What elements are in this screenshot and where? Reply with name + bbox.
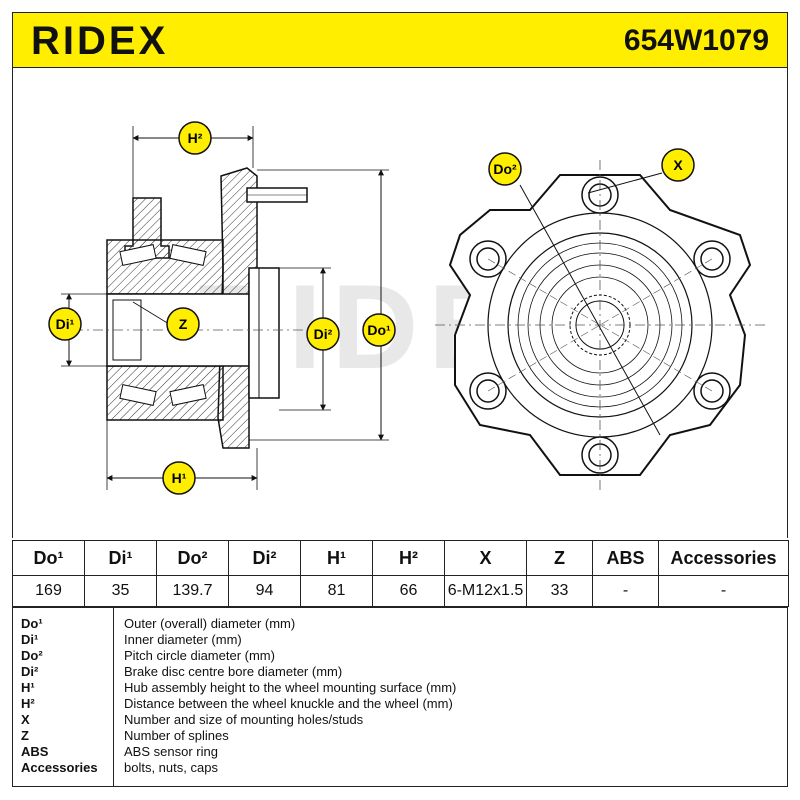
header-do1: Do¹ xyxy=(12,540,85,576)
legend-desc: bolts, nuts, caps xyxy=(124,760,218,775)
header-accessories: Accessories xyxy=(658,540,789,576)
legend-key: Di¹ xyxy=(21,632,39,647)
header-di2: Di² xyxy=(228,540,301,576)
label-z: Z xyxy=(179,316,188,332)
side-section-view: H² H¹ Di¹ Z xyxy=(48,121,396,495)
header-x: X xyxy=(444,540,527,576)
legend-item: Do¹ Outer (overall) diameter (mm) xyxy=(13,616,789,632)
legend-item: Di¹ Inner diameter (mm) xyxy=(13,632,789,648)
legend-key: H¹ xyxy=(21,680,35,695)
legend-desc: Hub assembly height to the wheel mountin… xyxy=(124,680,457,695)
legend-item: H¹ Hub assembly height to the wheel moun… xyxy=(13,680,789,696)
label-di1: Di¹ xyxy=(56,316,75,332)
drawing-canvas: RIDEX xyxy=(48,121,765,495)
value-di1: 35 xyxy=(84,575,157,607)
header-bar: RIDEX 654W1079 xyxy=(12,12,788,68)
legend-key: Accessories xyxy=(21,760,98,775)
value-h2: 66 xyxy=(372,575,445,607)
value-abs: - xyxy=(592,575,659,607)
legend-desc: Distance between the wheel knuckle and t… xyxy=(124,696,453,711)
label-h2: H² xyxy=(188,130,203,146)
header-h2: H² xyxy=(372,540,445,576)
legend-item: Accessories bolts, nuts, caps xyxy=(13,760,789,776)
legend-desc: Brake disc centre bore diameter (mm) xyxy=(124,664,343,679)
value-h1: 81 xyxy=(300,575,373,607)
header-abs: ABS xyxy=(592,540,659,576)
value-accessories: - xyxy=(658,575,789,607)
legend-item: X Number and size of mounting holes/stud… xyxy=(13,712,789,728)
legend-item: ABS ABS sensor ring xyxy=(13,744,789,760)
value-x: 6-M12x1.5 xyxy=(444,575,527,607)
bearing-rollers xyxy=(119,244,207,406)
legend-key: Do² xyxy=(21,648,43,663)
legend-key: Di² xyxy=(21,664,39,679)
value-di2: 94 xyxy=(228,575,301,607)
label-x: X xyxy=(673,157,683,173)
label-di2: Di² xyxy=(314,326,333,342)
spec-table: Do¹ Di¹ Do² Di² H¹ H² X Z ABS Accessorie… xyxy=(12,540,789,607)
value-do2: 139.7 xyxy=(156,575,229,607)
header-do2: Do² xyxy=(156,540,229,576)
legend-item: Do² Pitch circle diameter (mm) xyxy=(13,648,789,664)
legend-key: X xyxy=(21,712,30,727)
legend-divider xyxy=(113,608,114,786)
legend-item: Di² Brake disc centre bore diameter (mm) xyxy=(13,664,789,680)
legend-item: Z Number of splines xyxy=(13,728,789,744)
legend-key: H² xyxy=(21,696,35,711)
legend-key: Z xyxy=(21,728,29,743)
legend-key: ABS xyxy=(21,744,49,759)
header-di1: Di¹ xyxy=(84,540,157,576)
legend-desc: Inner diameter (mm) xyxy=(124,632,242,647)
label-do2: Do² xyxy=(493,161,517,177)
legend-desc: Number of splines xyxy=(124,728,229,743)
legend-desc: Outer (overall) diameter (mm) xyxy=(124,616,296,631)
legend-desc: ABS sensor ring xyxy=(124,744,218,759)
label-do1: Do¹ xyxy=(367,322,391,338)
header-z: Z xyxy=(526,540,593,576)
legend-item: H² Distance between the wheel knuckle an… xyxy=(13,696,789,712)
value-z: 33 xyxy=(526,575,593,607)
legend-desc: Number and size of mounting holes/studs xyxy=(124,712,364,727)
hub-pilot xyxy=(248,267,280,399)
brand-logo: RIDEX xyxy=(31,19,169,63)
front-view: Do² X xyxy=(435,148,765,490)
technical-drawing: RIDEX xyxy=(12,68,788,538)
spec-header-row: Do¹ Di¹ Do² Di² H¹ H² X Z ABS Accessorie… xyxy=(12,540,789,576)
value-do1: 169 xyxy=(12,575,85,607)
spec-value-row: 169 35 139.7 94 81 66 6-M12x1.5 33 - - xyxy=(12,575,789,607)
label-h1: H¹ xyxy=(172,470,187,486)
legend-desc: Pitch circle diameter (mm) xyxy=(124,648,275,663)
header-h1: H¹ xyxy=(300,540,373,576)
legend-key: Do¹ xyxy=(21,616,43,631)
part-number: 654W1079 xyxy=(623,24,769,57)
bearing-housing xyxy=(106,239,224,295)
legend: Do¹ Outer (overall) diameter (mm) Di¹ In… xyxy=(12,607,788,787)
